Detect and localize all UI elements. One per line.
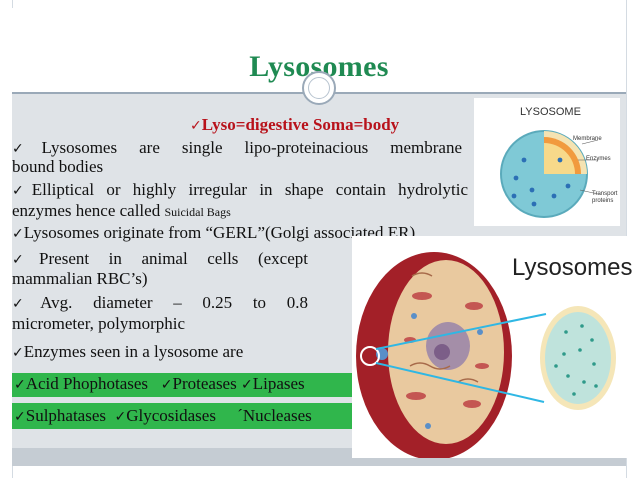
divider-circle-ornament — [302, 71, 336, 105]
diagram-large-title: Lysosomes — [512, 254, 633, 281]
check-icon: ✓ — [12, 183, 32, 199]
enzyme-proteases: Proteases — [172, 374, 237, 393]
bullet-4-line-2: mammalian RBC’s) — [12, 269, 148, 288]
bullet-4-text: Present in animal cells (except — [39, 249, 308, 268]
bullet-3-text: Lysosomes originate from “GERL”(Golgi as… — [23, 223, 416, 242]
bullet-1-line-2: bound bodies — [12, 157, 104, 176]
bullet-2-line-1: ✓Elliptical or highly irregular in shape… — [12, 179, 468, 202]
bullet-3: ✓Lysosomes originate from “GERL”(Golgi a… — [12, 222, 415, 245]
check-icon: ✓ — [14, 409, 26, 425]
check-icon: ✓ — [12, 141, 42, 157]
enzyme-lipases: Lipases — [252, 374, 305, 393]
check-icon: ✓ — [12, 252, 40, 268]
enzyme-nucleases: ´Nucleases — [237, 406, 312, 425]
bullet-4-line-1: ✓Present in animal cells (except — [12, 248, 308, 271]
label-enzymes: Enzymes — [586, 156, 611, 162]
lysosome-diagram-small: LYSOSOME Membrane Enzymes Transport prot… — [474, 98, 620, 226]
bullet-5-line-2: micrometer, polymorphic — [12, 314, 186, 333]
check-icon: ✓ — [114, 409, 127, 425]
bullet-1-line-1: ✓Lysosomes are single lipo-proteinacious… — [12, 137, 462, 160]
check-icon: ✓ — [12, 296, 41, 312]
enzyme-box-row-2: ✓Sulphatases ✓Glycosidases ´Nucleases — [12, 403, 372, 429]
bullet-6-text: Enzymes seen in a lysosome are — [23, 342, 244, 361]
bullet-5-text: Avg. diameter – 0.25 to 0.8 — [40, 293, 308, 312]
bullet-6: ✓Enzymes seen in a lysosome are — [12, 341, 243, 364]
enzyme-box-row-1: ✓Acid Phophotases ✓Proteases ✓Lipases — [12, 373, 378, 397]
bullet-2-text-2: enzymes hence called — [12, 201, 161, 220]
check-icon: ✓ — [12, 345, 24, 361]
check-icon: ✓ — [160, 377, 173, 393]
animal-cell-illustration — [356, 252, 616, 458]
check-icon: ✓ — [12, 226, 24, 242]
label-transport-proteins: Transport proteins — [592, 191, 618, 204]
bullet-2-text: Elliptical or highly irregular in shape … — [31, 180, 468, 199]
cell-diagram-large — [352, 236, 628, 458]
check-icon: ✓ — [14, 377, 26, 393]
check-icon: ✓ — [240, 377, 253, 393]
suicidal-bags-text: Suicidal Bags — [164, 205, 231, 219]
diagram-small-title: LYSOSOME — [520, 106, 581, 118]
bullet-1-text: Lysosomes are single lipo-proteinacious … — [41, 138, 462, 157]
heading-line: ✓Lyso=digestive Soma=body — [190, 114, 399, 137]
heading-text: Lyso=digestive Soma=body — [201, 115, 400, 134]
check-icon: ✓ — [190, 118, 202, 134]
enzyme-glycosidases: Glycosidases — [126, 406, 216, 425]
enzyme-acid-phophotases: Acid Phophotases — [25, 374, 149, 393]
bullet-5-line-1: ✓Avg. diameter – 0.25 to 0.8 — [12, 292, 308, 315]
enzyme-sulphatases: Sulphatases — [25, 406, 107, 425]
bullet-2-line-2: enzymes hence called Suicidal Bags — [12, 200, 231, 223]
lysosome-cutaway-illustration — [500, 130, 599, 218]
label-membrane: Membrane — [573, 136, 602, 142]
